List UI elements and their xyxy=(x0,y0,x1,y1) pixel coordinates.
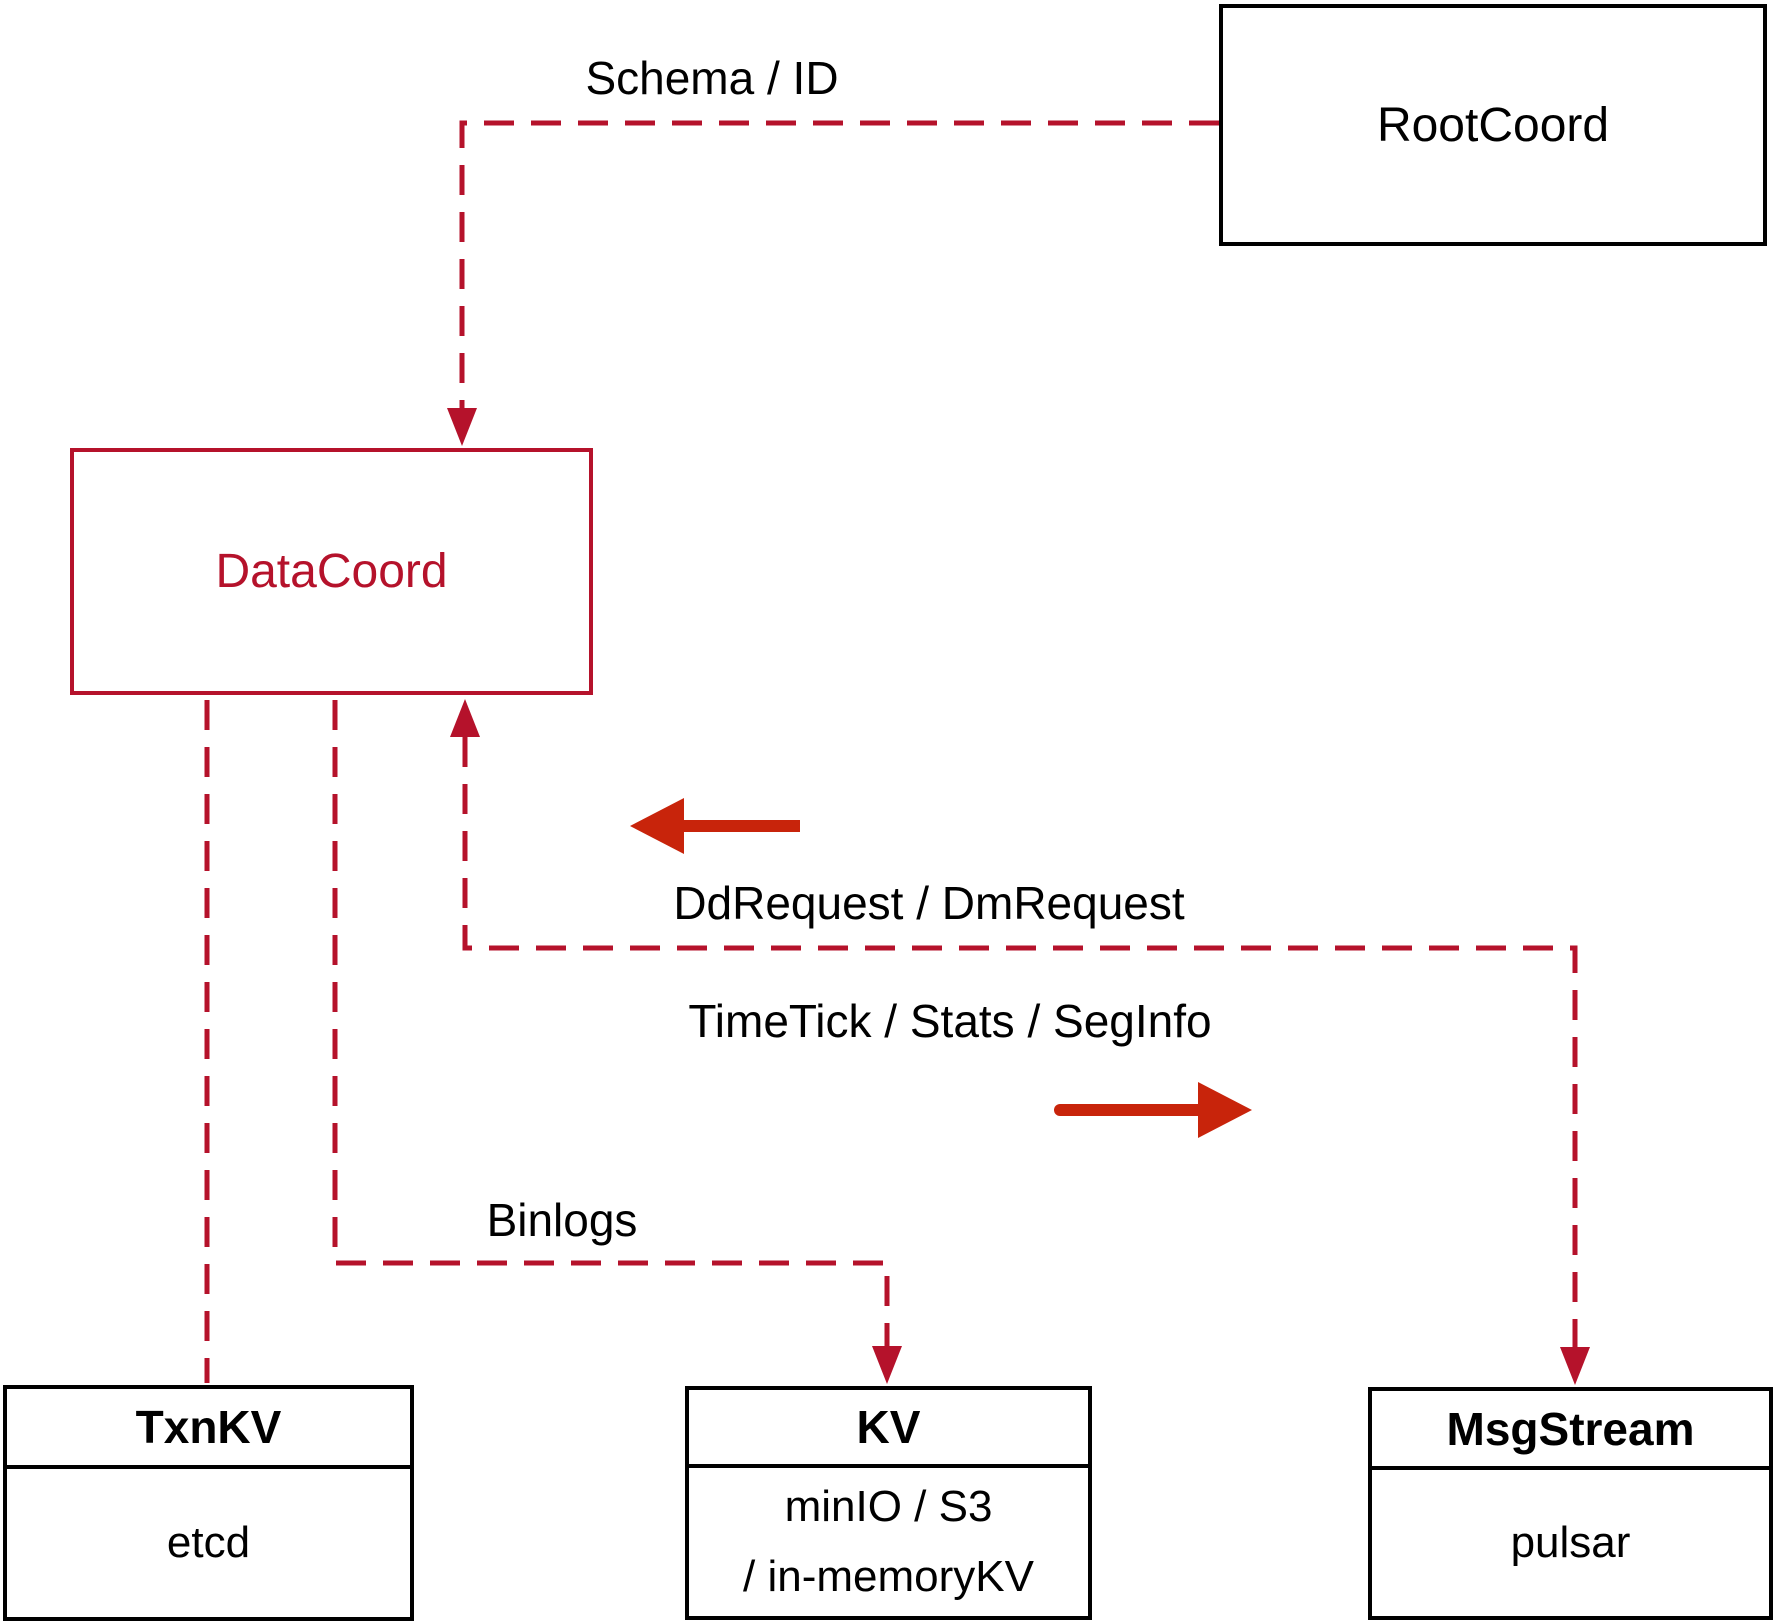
edge-label-schema-id: Schema / ID xyxy=(585,52,839,104)
txnkv-body: etcd xyxy=(166,1518,251,1567)
msgstream-title: MsgStream xyxy=(1372,1391,1769,1470)
edge-binlogs xyxy=(332,700,890,1346)
node-txnkv: TxnKV etcd xyxy=(3,1385,414,1621)
right-direction-arrow xyxy=(1054,1082,1252,1138)
left-direction-arrow xyxy=(630,798,800,854)
node-msgstream: MsgStream pulsar xyxy=(1368,1387,1773,1620)
edge-schema-id-arrowhead xyxy=(447,408,477,446)
kv-title: KV xyxy=(689,1390,1088,1468)
txnkv-title: TxnKV xyxy=(7,1389,410,1469)
edge-label-timetick: TimeTick / Stats / SegInfo xyxy=(688,995,1212,1047)
datacoord-label: DataCoord xyxy=(215,545,448,598)
node-rootcoord: RootCoord xyxy=(1219,4,1767,246)
edge-label-dd-request: DdRequest / DmRequest xyxy=(673,877,1185,929)
kv-body-line2: / in-memoryKV xyxy=(743,1552,1034,1601)
kv-body-line1: minIO / S3 xyxy=(784,1482,993,1531)
edge-msgstream-datacoord xyxy=(462,737,1578,1347)
node-datacoord: DataCoord xyxy=(70,448,593,695)
edge-label-binlogs: Binlogs xyxy=(486,1194,638,1246)
edge-msgstream-arrowhead-down xyxy=(1560,1347,1590,1385)
node-kv: KV minIO / S3 / in-memoryKV xyxy=(685,1386,1092,1620)
msgstream-body: pulsar xyxy=(1510,1518,1631,1567)
edge-schema-id xyxy=(459,120,1219,408)
edge-datacoord-arrowhead-up xyxy=(450,699,480,737)
edge-binlogs-arrowhead xyxy=(872,1346,902,1384)
rootcoord-label: RootCoord xyxy=(1376,98,1610,152)
